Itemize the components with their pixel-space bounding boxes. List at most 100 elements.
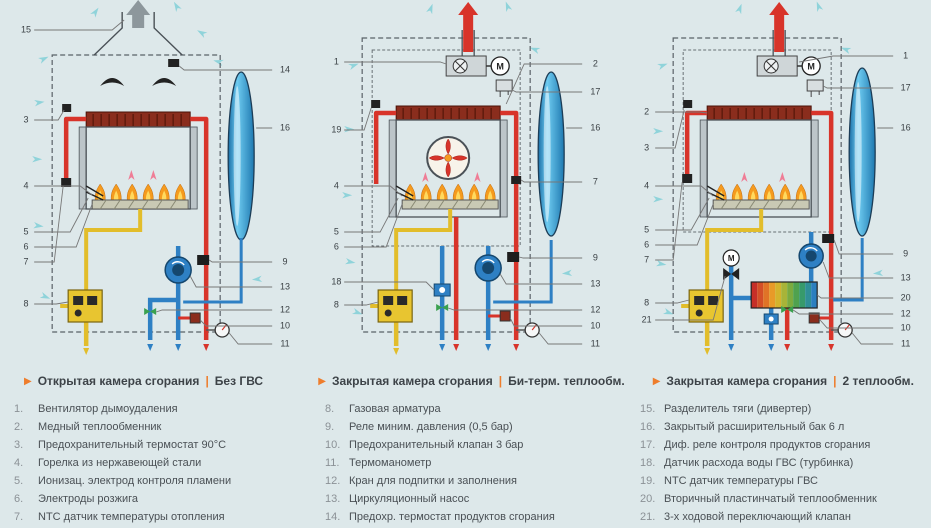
dhw-flow-turbine xyxy=(763,313,779,325)
legend-item-number: 17. xyxy=(640,439,656,451)
title-text: Закрытая камера сгорания xyxy=(666,374,828,388)
legend-item-4: 4.Горелка из нержавеющей стали xyxy=(14,454,305,472)
gas-pipes xyxy=(680,209,763,346)
triangle-bullet-icon: ▶ xyxy=(652,375,661,387)
heat-exchanger xyxy=(706,105,812,121)
titles-row: ▶ Открытая камера сгорания | Без ГВС ▶ З… xyxy=(0,374,931,388)
legend-item-number: 14. xyxy=(325,511,341,523)
dhw-flow-turbine xyxy=(433,283,451,297)
legend-item-text: NTC датчик температуры отопления xyxy=(38,511,225,523)
heat-exchanger xyxy=(395,105,501,121)
burner-flames xyxy=(94,183,186,201)
chamber-side-panel xyxy=(810,119,819,218)
boiler-drawing-closed-bithermic: M xyxy=(342,0,583,355)
legend-item-number: 3. xyxy=(14,439,24,451)
gas-valve xyxy=(377,289,414,323)
chamber-side-panel xyxy=(699,119,708,218)
chamber-side-panel xyxy=(189,126,198,210)
burner-flames xyxy=(404,183,497,201)
burner-flames xyxy=(715,183,807,201)
legend-item-9: 9.Реле миним. давления (0,5 бар) xyxy=(325,418,616,436)
legend-item-2: 2.Медный теплообменник xyxy=(14,418,305,436)
legend-item-number: 8. xyxy=(325,403,335,415)
motor-label: M xyxy=(807,62,815,72)
legend-item-11: 11. Термоманометр xyxy=(325,454,616,472)
callout-leader-lines xyxy=(344,61,583,345)
legend-item-text: NTC датчик температуры ГВС xyxy=(664,475,818,487)
plate-heat-exchanger xyxy=(750,281,818,309)
legend-item-number: 10. xyxy=(325,439,341,451)
boiler-drawing-open-chamber xyxy=(32,0,273,355)
legend-item-text: Вентилятор дымоудаления xyxy=(38,403,178,415)
red-pipes xyxy=(684,110,834,340)
motor-label: M xyxy=(727,254,734,263)
pipe-end-arrows xyxy=(83,344,210,355)
legend-item-text: Предохранительный клапан 3 бар xyxy=(349,439,524,451)
filling-tap xyxy=(144,308,157,315)
diagram-closed-two-hx: M xyxy=(621,0,931,368)
subtitle-text: Би-терм. теплообм. xyxy=(508,374,625,388)
safety-valve xyxy=(189,312,201,324)
flue-out-arrow xyxy=(768,2,789,52)
tank-pipe xyxy=(493,240,553,304)
title-separator: | xyxy=(498,374,503,388)
flue-out-arrow xyxy=(126,0,151,28)
ignition-electrodes xyxy=(85,185,104,201)
thermomanometer xyxy=(206,322,230,338)
circulation-pump xyxy=(798,243,824,269)
legend-item-number: 18. xyxy=(640,457,656,469)
legend-item-number: 20. xyxy=(640,493,656,505)
tri2angle-bullet-icon: ▶ xyxy=(318,375,326,387)
legend-item-number: 16. xyxy=(640,421,656,433)
motor-label: M xyxy=(497,62,505,72)
chamber-side-panel xyxy=(78,126,87,210)
draft-diverter xyxy=(93,0,183,86)
title-text: Открытая камера сгорания xyxy=(37,374,200,388)
blue-pipes xyxy=(440,246,491,340)
thermomanometer xyxy=(830,322,853,338)
heat-exchanger xyxy=(85,111,191,128)
exhaust-fan: M xyxy=(756,55,821,77)
legend-item-text: Циркуляционный насос xyxy=(349,493,470,505)
legend-item-number: 5. xyxy=(14,475,24,487)
expansion-tank xyxy=(537,71,566,252)
valve-motor-circle xyxy=(722,249,740,267)
title-separator: | xyxy=(205,374,209,388)
chamber-side-panel xyxy=(500,119,508,218)
ntc-heating-sensor xyxy=(681,174,692,183)
legend-item-text: Предохранительный термостат 90°С xyxy=(38,439,227,451)
legend-item-number: 12. xyxy=(325,475,341,487)
gas-pipes xyxy=(370,209,453,346)
triangle-bullet-icon: ▶ xyxy=(24,375,32,387)
burner xyxy=(401,199,499,210)
min-pressure-switch xyxy=(197,255,210,265)
legend-item-13: 13. Циркуляционный насос xyxy=(325,490,616,508)
legend-item-7: 7. NTC датчик температуры отопления xyxy=(14,508,305,526)
burner xyxy=(712,199,810,210)
legend-item-15: 15.Разделитель тяги (дивертер) xyxy=(640,400,931,418)
red-pipes xyxy=(63,116,209,340)
subtitle-text: Без ГВС xyxy=(214,374,264,388)
combustion-air-arrows xyxy=(128,170,157,180)
legend-item-text: Ионизац. электрод контроля пламени xyxy=(38,475,232,487)
legend-item-text: Разделитель тяги (дивертер) xyxy=(664,403,812,415)
legend-item-10: 10. Предохранительный клапан 3 бар xyxy=(325,436,616,454)
legend-item-number: 13. xyxy=(325,493,341,505)
pipe-end-arrows xyxy=(393,344,520,355)
legend-item-number: 7. xyxy=(14,511,24,523)
legend-item-number: 21. xyxy=(640,511,656,523)
circulation-pump xyxy=(164,256,192,284)
chamber-side-panel xyxy=(389,119,397,218)
thermomanometer xyxy=(516,322,541,338)
pipe-end-arrows xyxy=(703,344,834,355)
legend-item-text: Электроды розжига xyxy=(38,493,138,505)
boiler-drawing-closed-two-hx: M xyxy=(652,0,893,355)
legend-item-text: Термоманометр xyxy=(349,457,432,469)
sight-glass-flame xyxy=(426,136,471,180)
legend-item-number: 11. xyxy=(325,457,340,469)
expansion-tank xyxy=(227,71,255,252)
